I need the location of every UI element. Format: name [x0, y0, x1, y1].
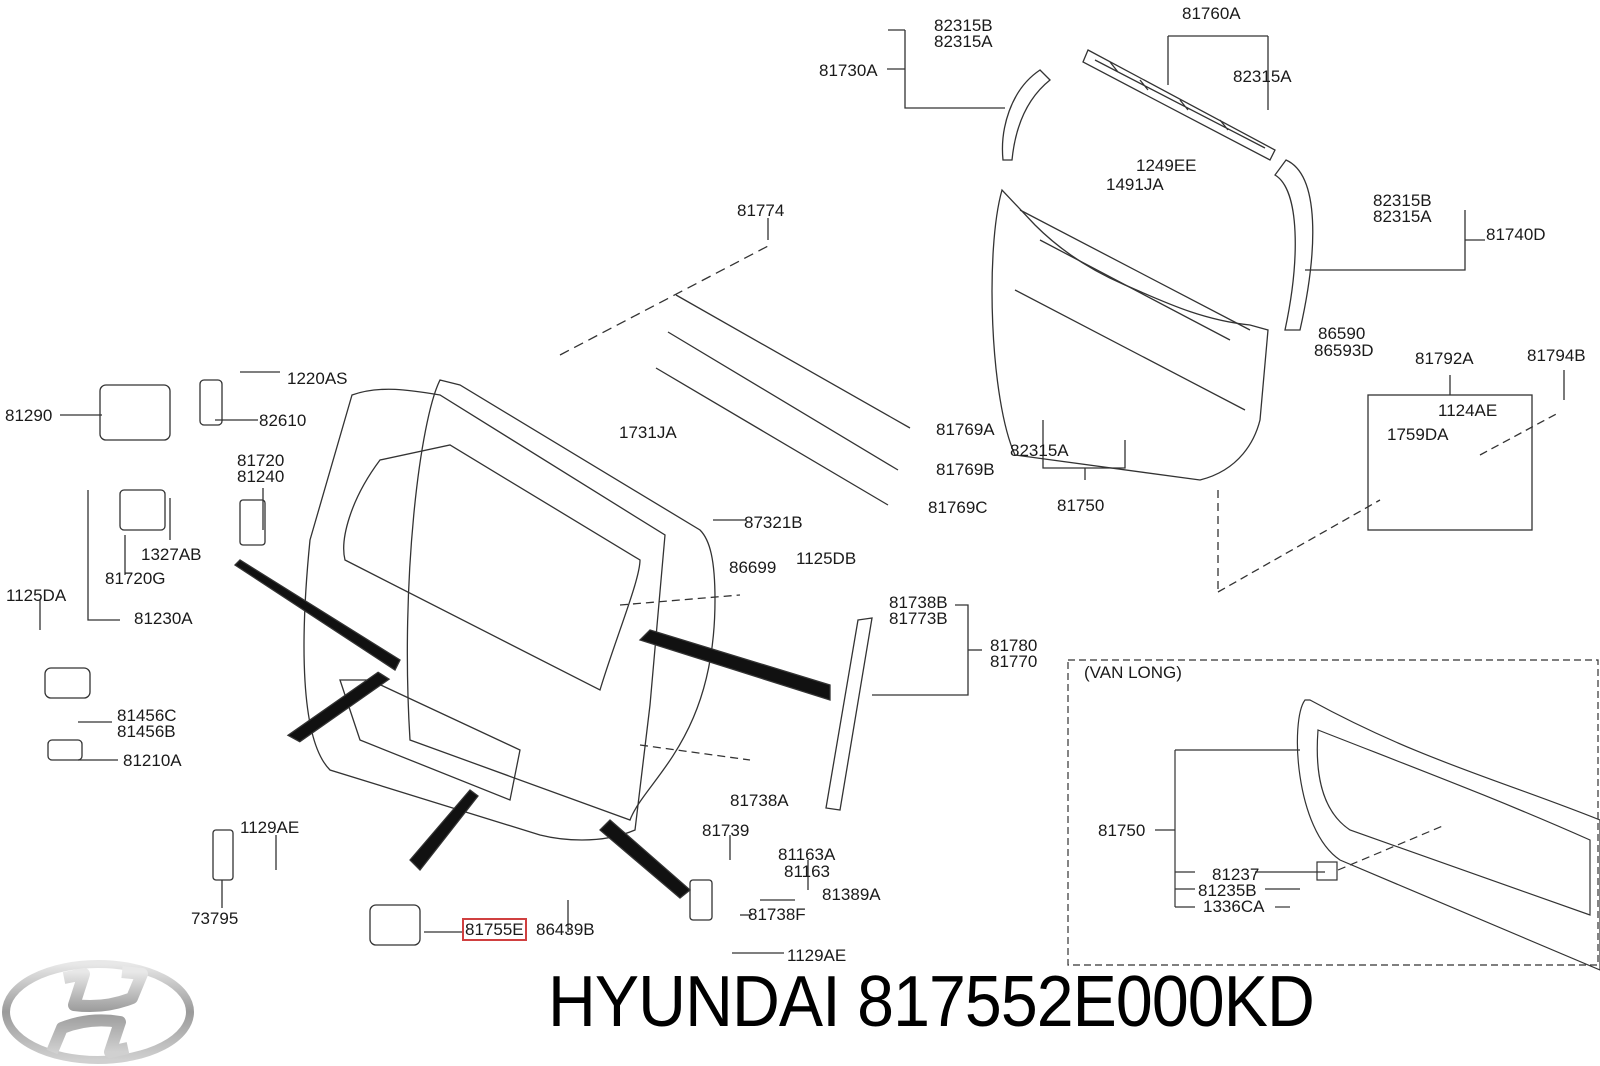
part-label-87321B[interactable]: 87321B: [744, 513, 803, 532]
page-title: HYUNDAI 817552E000KD: [548, 962, 1315, 1042]
inset-caption: (VAN LONG): [1084, 663, 1182, 682]
part-label-1129AE[interactable]: 1129AE: [240, 818, 300, 837]
part-label-1249EE[interactable]: 1249EE: [1136, 156, 1197, 175]
part-label-81456C[interactable]: 81456C: [117, 706, 177, 725]
part-label-81760A[interactable]: 81760A: [1182, 4, 1241, 23]
part-label-81290[interactable]: 81290: [5, 406, 53, 425]
part-label-73795[interactable]: 73795: [191, 909, 239, 928]
part-label-82315A[interactable]: 82315A: [1010, 441, 1069, 460]
part-label-81720G[interactable]: 81720G: [105, 569, 166, 588]
part-label-81720[interactable]: 81720: [237, 451, 285, 470]
part-label-1125DB[interactable]: 1125DB: [796, 549, 857, 568]
part-label-81235B[interactable]: 81235B: [1198, 881, 1257, 900]
part-label-81750[interactable]: 81750: [1098, 821, 1146, 840]
part-label-81730A[interactable]: 81730A: [819, 61, 878, 80]
part-label-81739[interactable]: 81739: [702, 821, 750, 840]
part-label-81755E-highlighted[interactable]: 81755E: [462, 918, 527, 941]
part-label-81389A[interactable]: 81389A: [822, 885, 881, 904]
part-label-82315B[interactable]: 82315B: [934, 16, 993, 35]
part-label-81163A[interactable]: 81163A: [778, 845, 836, 864]
part-label-86593D[interactable]: 86593D: [1314, 341, 1374, 360]
hyundai-logo-icon: [2, 960, 194, 1064]
part-label-1759DA[interactable]: 1759DA: [1387, 425, 1449, 444]
part-label-1731JA[interactable]: 1731JA: [619, 423, 677, 442]
part-label-86439B[interactable]: 86439B: [536, 920, 595, 939]
part-label-81769B[interactable]: 81769B: [936, 460, 995, 479]
part-label-1327AB[interactable]: 1327AB: [141, 545, 202, 564]
part-label-81210A[interactable]: 81210A: [123, 751, 182, 770]
part-label-81240[interactable]: 81240: [237, 467, 285, 486]
part-label-81769A[interactable]: 81769A: [936, 420, 995, 439]
part-label-82315A[interactable]: 82315A: [1373, 207, 1432, 226]
part-label-81780[interactable]: 81780: [990, 636, 1038, 655]
part-label-1491JA[interactable]: 1491JA: [1106, 175, 1164, 194]
part-label-81163[interactable]: 81163: [784, 862, 831, 881]
part-label-1124AE[interactable]: 1124AE: [1438, 401, 1498, 420]
part-label-82315A[interactable]: 82315A: [934, 32, 993, 51]
part-label-82610[interactable]: 82610: [259, 411, 307, 430]
part-label-81769C[interactable]: 81769C: [928, 498, 988, 517]
part-label-81774[interactable]: 81774: [737, 201, 785, 220]
part-label-1129AE[interactable]: 1129AE: [787, 946, 847, 965]
part-label-81794B[interactable]: 81794B: [1527, 346, 1586, 365]
part-label-1125DA[interactable]: 1125DA: [6, 586, 67, 605]
part-label-81456B[interactable]: 81456B: [117, 722, 176, 741]
part-label-1220AS[interactable]: 1220AS: [287, 369, 348, 388]
part-label-81792A[interactable]: 81792A: [1415, 349, 1474, 368]
part-label-81230A[interactable]: 81230A: [134, 609, 193, 628]
part-label-81738A[interactable]: 81738A: [730, 791, 789, 810]
part-label-81237[interactable]: 81237: [1212, 865, 1260, 884]
part-label-82315B[interactable]: 82315B: [1373, 191, 1432, 210]
part-label-81773B[interactable]: 81773B: [889, 609, 948, 628]
part-label-81750[interactable]: 81750: [1057, 496, 1105, 515]
part-label-1336CA[interactable]: 1336CA: [1203, 897, 1265, 916]
part-label-81738B[interactable]: 81738B: [889, 593, 948, 612]
part-label-86590[interactable]: 86590: [1318, 324, 1366, 343]
part-label-81770[interactable]: 81770: [990, 652, 1038, 671]
part-label-81738F[interactable]: 81738F: [748, 905, 806, 924]
part-label-86699[interactable]: 86699: [729, 558, 777, 577]
part-label-82315A[interactable]: 82315A: [1233, 67, 1292, 86]
part-label-81740D[interactable]: 81740D: [1486, 225, 1546, 244]
